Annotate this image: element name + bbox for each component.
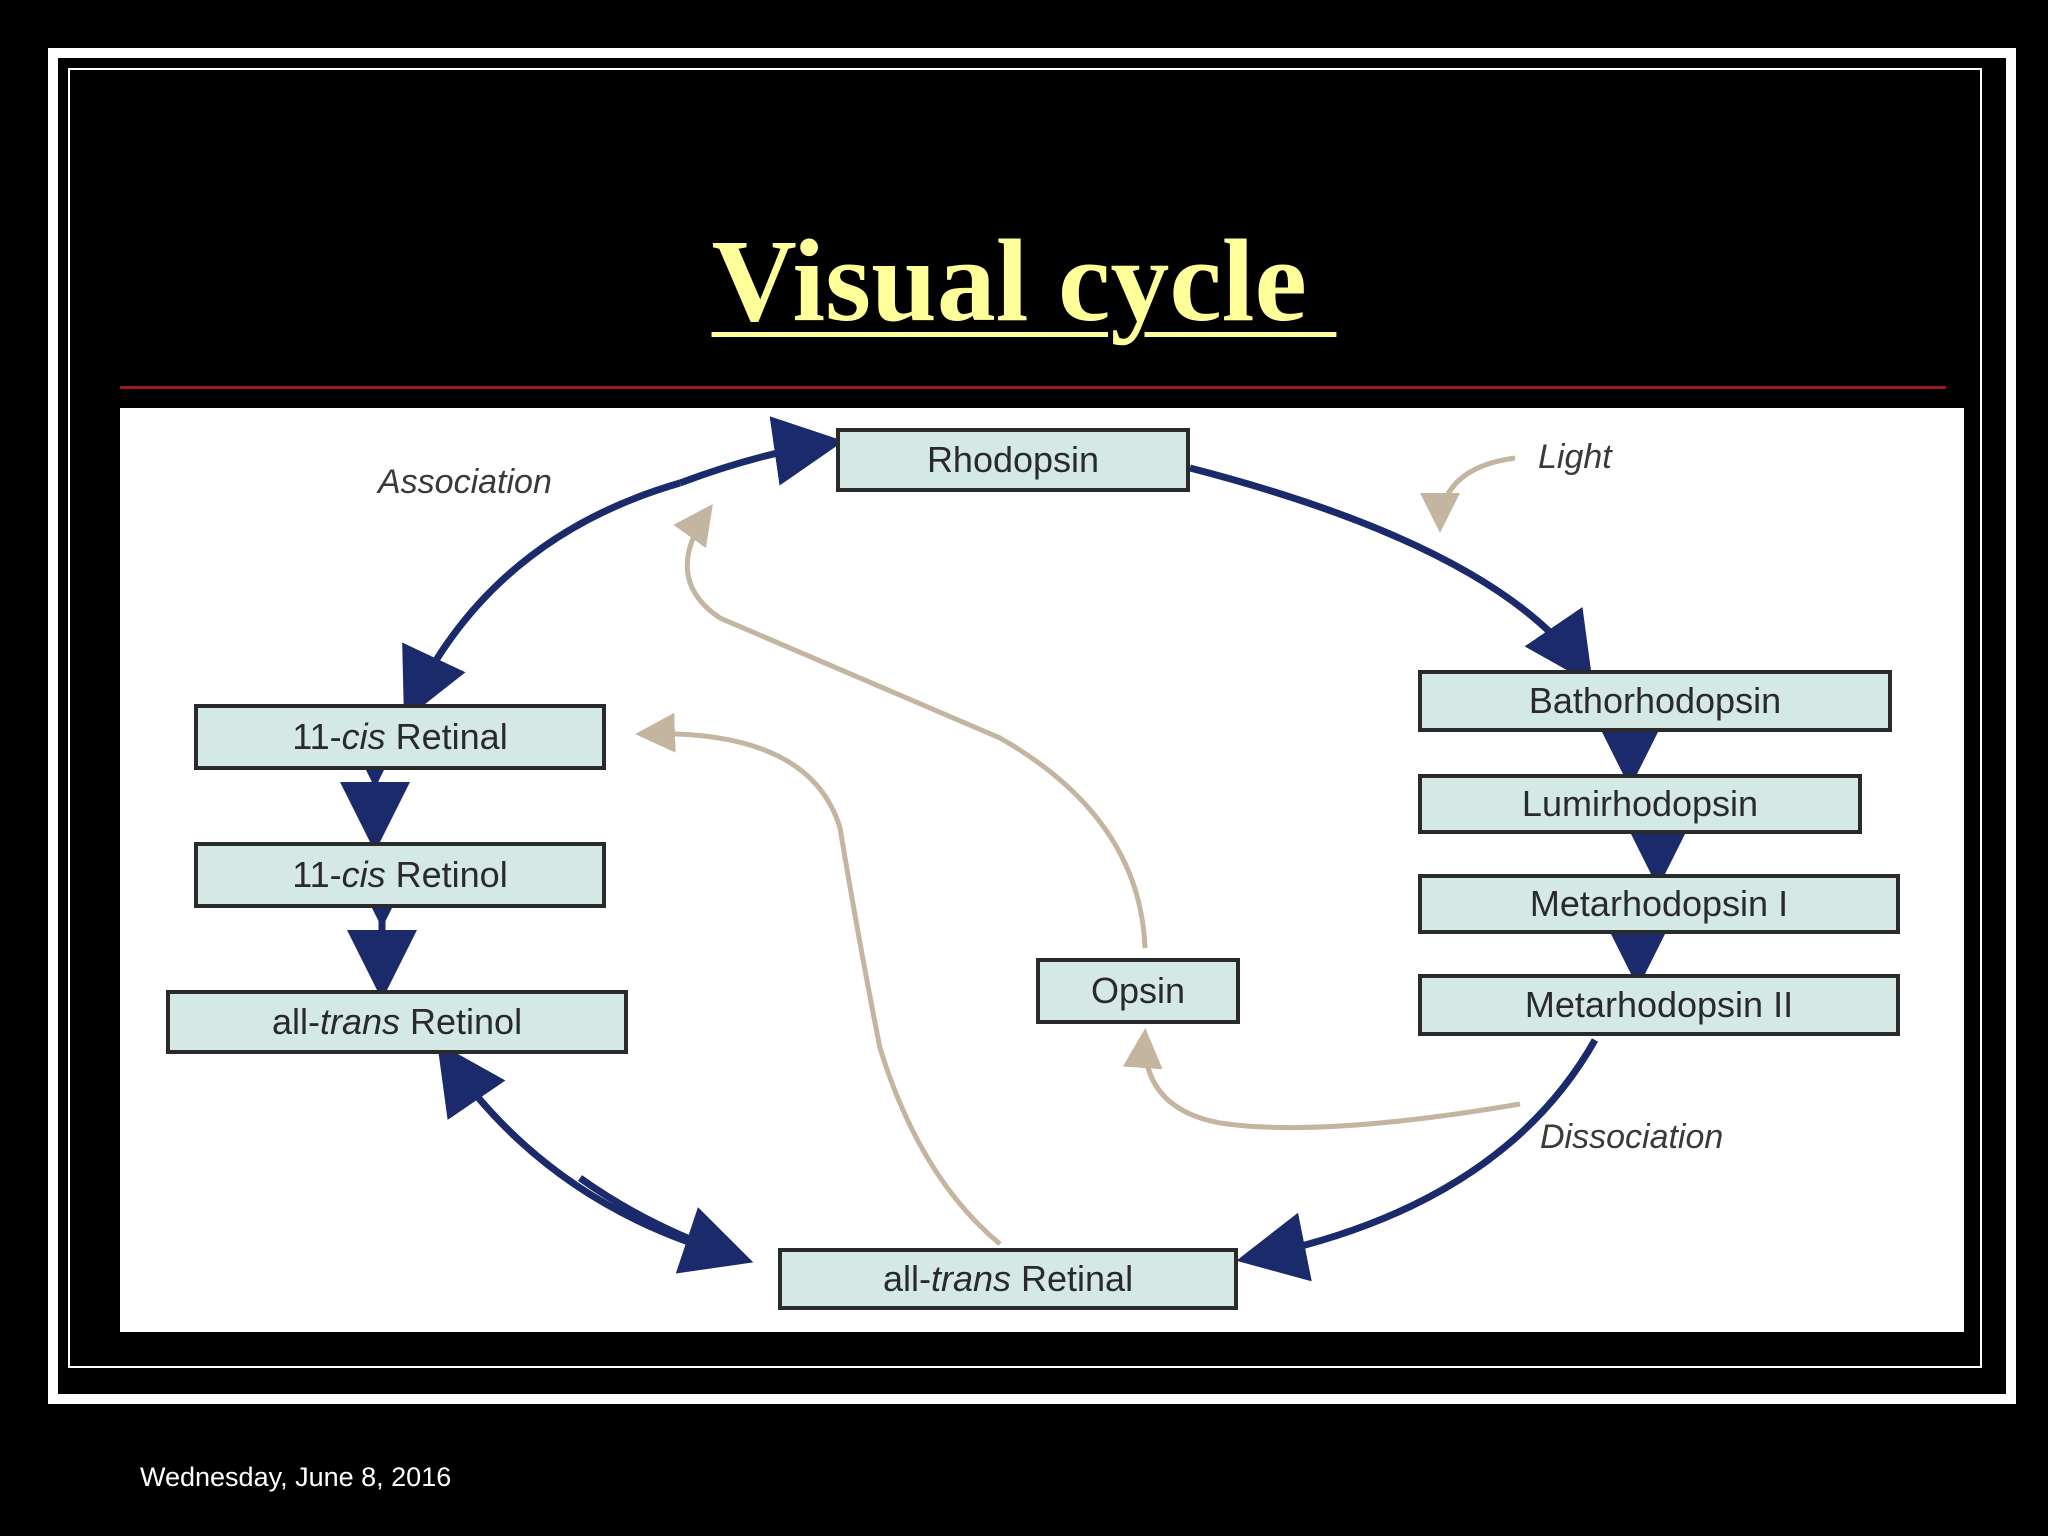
arrow-rhodopsin-to-cis-retinal bbox=[402, 479, 681, 721]
slide-date: Wednesday, June 8, 2016 bbox=[140, 1462, 452, 1492]
path-opsin-to-association bbox=[673, 503, 1148, 949]
label-light: Light bbox=[1538, 438, 1613, 476]
svg-text:Opsin: Opsin bbox=[1091, 970, 1185, 1011]
svg-text:all-trans Retinol: all-trans Retinol bbox=[272, 1001, 522, 1042]
node-cis-retinol: 11-cis Retinol bbox=[194, 842, 606, 908]
visual-cycle-diagram: Rhodopsin Bathorhodopsin Lumirhodopsin M… bbox=[120, 408, 1964, 1332]
arrow-retinal-to-all-trans-retinol-left bbox=[577, 1175, 754, 1274]
svg-text:all-trans Retinal: all-trans Retinal bbox=[883, 1258, 1133, 1299]
title-divider bbox=[120, 386, 1946, 389]
node-all-trans-retinol: all-trans Retinol bbox=[166, 990, 628, 1054]
svg-text:11-cis Retinol: 11-cis Retinol bbox=[292, 854, 507, 895]
svg-text:Bathorhodopsin: Bathorhodopsin bbox=[1529, 680, 1781, 721]
path-dissociation-to-opsin bbox=[1122, 1028, 1521, 1131]
node-metarhodopsin-1: Metarhodopsin I bbox=[1418, 874, 1900, 934]
node-metarhodopsin-2: Metarhodopsin II bbox=[1418, 974, 1900, 1036]
path-all-trans-retinal-to-cis-retinal bbox=[635, 712, 1002, 1246]
slide-inner-border bbox=[68, 68, 1982, 1368]
arrow-metarhodopsin-to-all-trans-retinal bbox=[1236, 1038, 1599, 1282]
node-opsin: Opsin bbox=[1036, 958, 1240, 1024]
node-all-trans-retinal: all-trans Retinal bbox=[778, 1248, 1238, 1310]
node-lumirhodopsin: Lumirhodopsin bbox=[1418, 774, 1862, 834]
svg-text:Metarhodopsin II: Metarhodopsin II bbox=[1525, 984, 1793, 1025]
slide-outer-border bbox=[48, 48, 2016, 1404]
label-association: Association bbox=[376, 463, 552, 501]
arrow-all-trans-retinal-to-association bbox=[437, 1042, 741, 1262]
svg-text:Lumirhodopsin: Lumirhodopsin bbox=[1522, 783, 1758, 824]
node-cis-retinal: 11-cis Retinal bbox=[194, 704, 606, 770]
arrow-rhodopsin-to-bathorhodopsin bbox=[1189, 464, 1593, 685]
svg-text:Rhodopsin: Rhodopsin bbox=[927, 439, 1099, 480]
svg-text:Metarhodopsin I: Metarhodopsin I bbox=[1530, 883, 1788, 924]
svg-text:11-cis Retinal: 11-cis Retinal bbox=[292, 716, 507, 757]
node-rhodopsin: Rhodopsin bbox=[836, 428, 1190, 492]
slide-title: Visual cycle bbox=[711, 215, 1337, 346]
label-dissociation: Dissociation bbox=[1540, 1118, 1723, 1156]
node-bathorhodopsin: Bathorhodopsin bbox=[1418, 670, 1892, 732]
arrow-association-to-rhodopsin bbox=[678, 416, 844, 487]
path-light bbox=[1420, 455, 1516, 533]
